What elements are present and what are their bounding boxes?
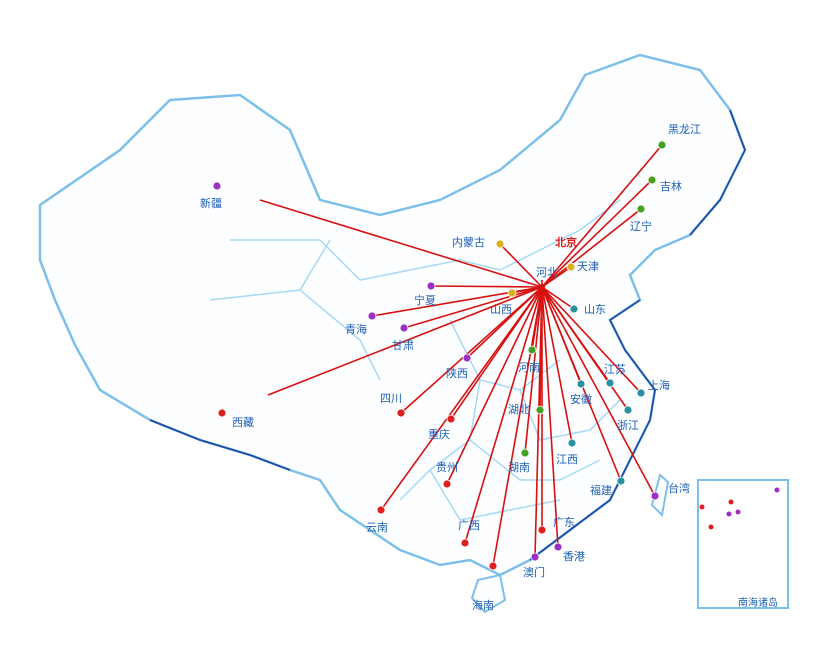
province-marker[interactable] [650, 491, 660, 501]
province-marker[interactable] [507, 288, 517, 298]
province-marker[interactable] [569, 304, 579, 314]
province-marker[interactable] [462, 353, 472, 363]
route-line [400, 286, 543, 414]
route-line [430, 285, 543, 288]
province-label: 河北 [536, 266, 558, 279]
province-marker[interactable] [527, 345, 537, 355]
province-marker[interactable] [376, 505, 386, 515]
province-marker[interactable] [530, 552, 540, 562]
province-marker[interactable] [446, 414, 456, 424]
hub-marker [539, 284, 545, 290]
province-marker[interactable] [520, 448, 530, 458]
province-marker[interactable] [460, 538, 470, 548]
route-line [541, 266, 572, 288]
route-line [446, 286, 543, 485]
province-label: 香港 [563, 550, 585, 563]
province-marker[interactable] [647, 175, 657, 185]
route-line [541, 286, 656, 497]
route-line [541, 179, 653, 288]
province-label: 辽宁 [630, 219, 652, 233]
province-marker[interactable] [212, 181, 222, 191]
province-marker[interactable] [566, 262, 576, 272]
province-label: 广西 [458, 519, 480, 532]
south-china-sea-inset: 南海诸岛 [697, 479, 789, 609]
province-marker[interactable] [623, 405, 633, 415]
province-label: 贵州 [436, 461, 458, 474]
route-line [380, 286, 543, 511]
route-line [541, 286, 559, 548]
china-outline [38, 53, 747, 577]
province-marker[interactable] [567, 438, 577, 448]
province-marker[interactable] [636, 388, 646, 398]
province-marker[interactable] [553, 542, 563, 552]
province-label: 吉林 [660, 179, 682, 193]
province-label: 澳门 [523, 565, 545, 579]
province-marker[interactable] [616, 476, 626, 486]
route-line [541, 286, 575, 310]
route-line [541, 286, 629, 411]
province-label: 内蒙古 [452, 235, 485, 249]
province-label: 台湾 [668, 481, 690, 495]
province-label: 江苏 [604, 363, 626, 376]
province-label: 山西 [490, 303, 512, 316]
province-label: 黑龙江 [668, 123, 701, 136]
province-label: 福建 [590, 483, 612, 497]
province-marker[interactable] [535, 405, 545, 415]
route-lines [259, 144, 663, 567]
province-marker[interactable] [217, 408, 227, 418]
province-label: 广东 [553, 516, 575, 529]
province-label: 江西 [556, 453, 578, 466]
route-line [499, 243, 543, 288]
route-line [403, 286, 543, 329]
province-label: 上海 [648, 378, 670, 392]
province-label: 山东 [584, 303, 606, 316]
province-label: 河南 [518, 361, 540, 374]
province-marker[interactable] [537, 525, 547, 535]
province-label: 浙江 [617, 419, 639, 432]
province-label: 甘肃 [392, 339, 414, 352]
province-borders [209, 199, 621, 521]
province-marker[interactable] [399, 323, 409, 333]
province-label: 重庆 [428, 427, 450, 441]
route-line [534, 286, 543, 558]
hainan-island [470, 573, 507, 614]
province-marker[interactable] [488, 561, 498, 571]
route-line [524, 286, 543, 454]
province-marker[interactable] [442, 479, 452, 489]
province-label: 四川 [380, 392, 402, 405]
route-line [541, 144, 663, 288]
route-line [267, 286, 543, 396]
route-line [464, 286, 543, 544]
province-marker[interactable] [367, 311, 377, 321]
province-marker[interactable] [495, 239, 505, 249]
province-marker[interactable] [605, 378, 615, 388]
coastline-shadow [149, 109, 746, 561]
province-label: 青海 [345, 322, 367, 336]
province-label: 海南 [472, 598, 494, 612]
route-line [492, 286, 543, 567]
province-label: 陕西 [446, 366, 468, 380]
route-line [541, 286, 573, 444]
province-marker[interactable] [426, 281, 436, 291]
province-label: 西藏 [232, 416, 254, 429]
province-marker[interactable] [657, 140, 667, 150]
province-marker[interactable] [636, 204, 646, 214]
route-line [541, 286, 642, 394]
province-label: 湖南 [508, 461, 530, 474]
province-label: 新疆 [200, 196, 222, 210]
province-label: 云南 [366, 521, 388, 534]
route-line [259, 199, 543, 288]
province-label: 安徽 [570, 392, 592, 406]
province-label: 天津 [577, 260, 599, 273]
inset-label: 南海诸岛 [738, 596, 778, 609]
route-line [541, 208, 642, 288]
province-label: 湖北 [508, 403, 530, 416]
province-marker[interactable] [576, 379, 586, 389]
province-marker[interactable] [396, 408, 406, 418]
province-label: 宁夏 [414, 293, 436, 307]
hub-label: 北京 [555, 235, 577, 249]
